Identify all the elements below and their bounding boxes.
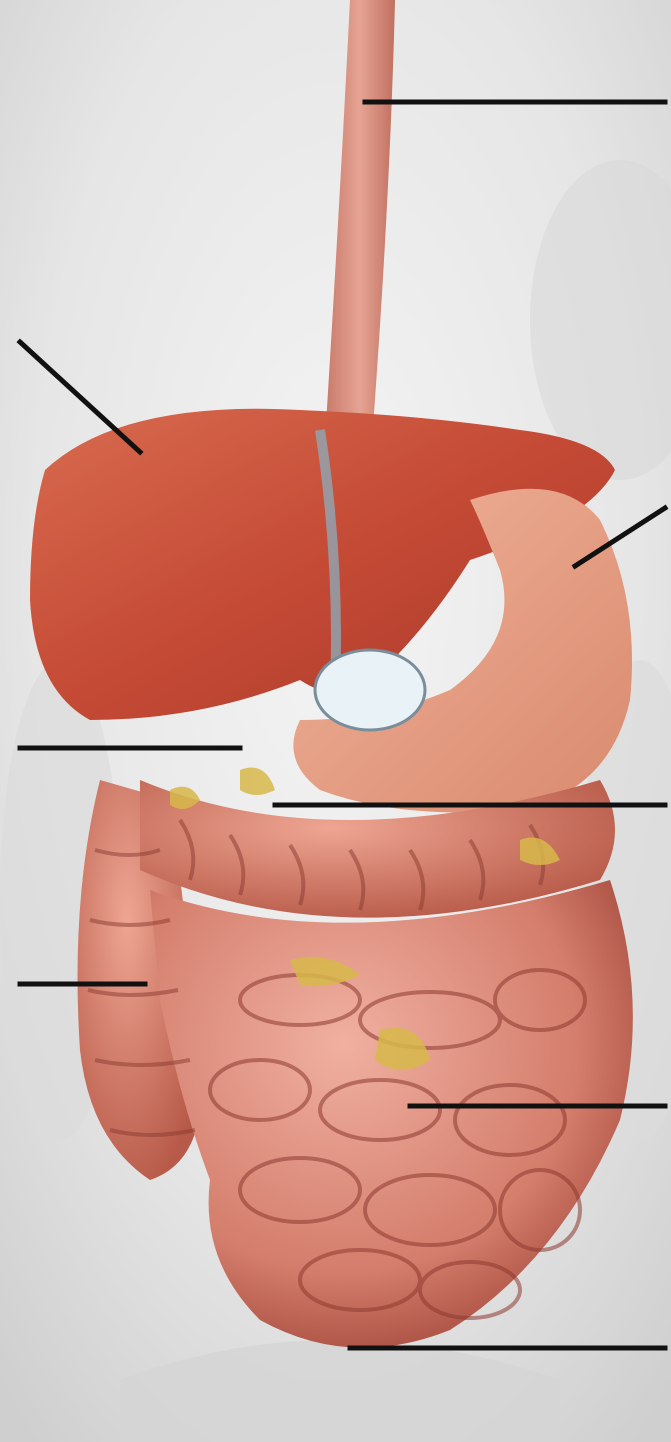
gallbladder: [315, 650, 425, 730]
